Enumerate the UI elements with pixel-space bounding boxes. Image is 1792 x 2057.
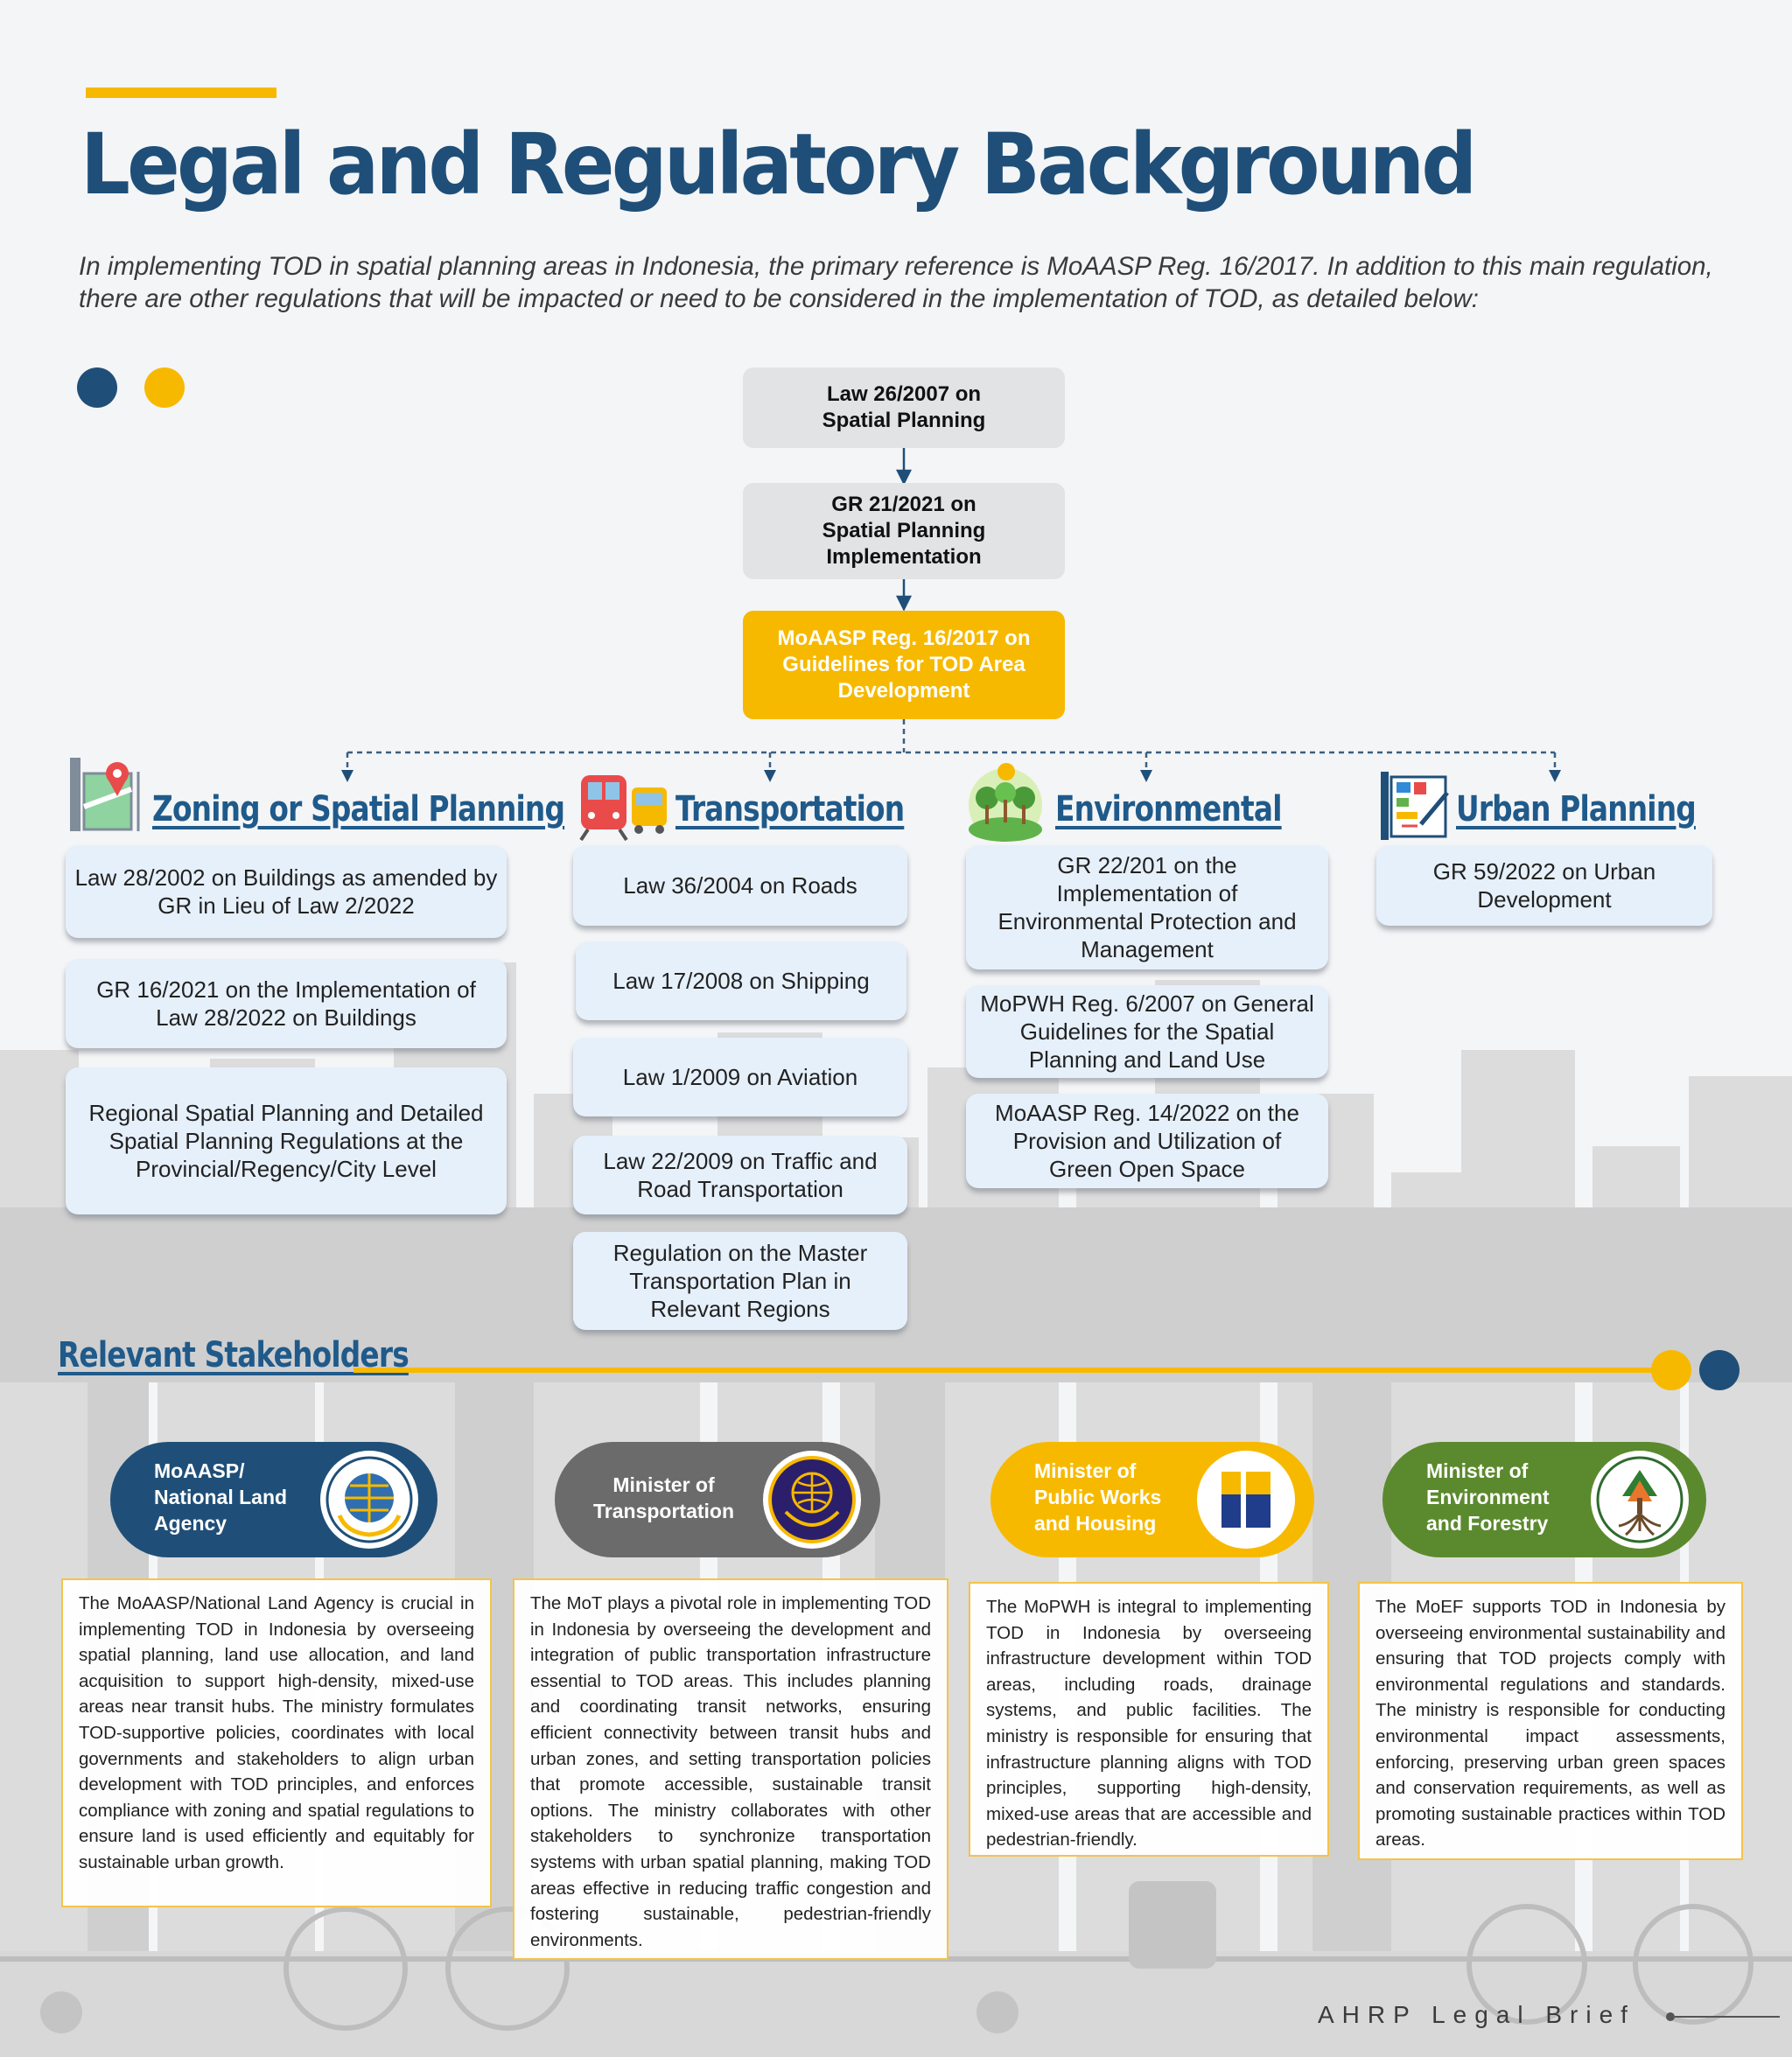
globe-wings-icon (763, 1451, 861, 1549)
gr-21-2021-label: GR 21/2021 on Spatial Planning Implement… (822, 493, 986, 569)
law-26-2007-box: Law 26/2007 on Spatial Planning (743, 367, 1065, 448)
stakeholder-name-line: MoAASP/ (154, 1459, 245, 1482)
stakeholder-name-line: Minister of (612, 1473, 715, 1496)
zoning-category-title: Zoning or Spatial Planning (152, 789, 565, 829)
stakeholder-desc-moef: The MoEF supports TOD in Indonesia by ov… (1358, 1582, 1743, 1860)
transport-card-2: Law 17/2008 on Shipping (576, 941, 906, 1020)
environment-card-1: GR 22/201 on the Implementation of Envir… (966, 845, 1328, 969)
environment-card-2-text: MoPWH Reg. 6/2007 on General Guidelines … (980, 990, 1314, 1073)
moaasp-reg-16-2017-label: MoAASP Reg. 16/2017 on Guidelines for TO… (777, 626, 1031, 703)
zoning-card-2-text: GR 16/2021 on the Implementation of Law … (96, 976, 476, 1031)
stakeholder-name-line: and Housing (1034, 1512, 1157, 1535)
page-title: Legal and Regulatory Background (80, 115, 1477, 213)
transportation-category-title: Transportation (676, 789, 905, 829)
stakeholder-name-line: Agency (154, 1512, 228, 1535)
gold-dot (144, 367, 185, 408)
pu-emblem-icon (1197, 1451, 1295, 1549)
flow-connectors (341, 448, 1561, 782)
stakeholder-desc-moaasp: The MoAASP/National Land Agency is cruci… (61, 1578, 492, 1907)
footer-brand: AHRP Legal Brief (1318, 2001, 1635, 2028)
stakeholder-desc-mot-text: The MoT plays a pivotal role in implemen… (530, 1593, 931, 1950)
stakeholder-name-mot: Minister of Transportation (593, 1472, 734, 1524)
stakeholder-name-moef: Minister of Environment and Forestry (1426, 1458, 1550, 1536)
environment-card-3: MoAASP Reg. 14/2022 on the Provision and… (966, 1094, 1328, 1188)
stakeholder-pill-mopwh: Minister of Public Works and Housing (990, 1442, 1314, 1557)
stakeholders-navy-dot (1699, 1350, 1740, 1390)
header-accent-line (86, 87, 276, 98)
trees-icon (969, 763, 1042, 842)
stakeholder-name-line: Minister of (1426, 1459, 1529, 1482)
stakeholder-name-line: Minister of (1034, 1459, 1137, 1482)
navy-dot (77, 367, 117, 408)
stakeholder-name-line: Public Works (1034, 1486, 1162, 1508)
urban-planning-category-title: Urban Planning (1456, 789, 1697, 829)
stakeholder-name-line: Environment (1426, 1486, 1550, 1508)
transport-card-4-text: Law 22/2009 on Traffic and Road Transpor… (603, 1148, 878, 1202)
tree-roots-icon (1591, 1451, 1689, 1549)
transport-card-3: Law 1/2009 on Aviation (573, 1038, 907, 1116)
stakeholder-pill-moaasp: MoAASP/ National Land Agency (110, 1442, 438, 1557)
footer-dot (1666, 2012, 1675, 2021)
train-bus-icon (579, 775, 667, 842)
zoning-card-3-text: Regional Spatial Planning and Detailed S… (88, 1100, 484, 1182)
stakeholder-name-line: and Forestry (1426, 1512, 1549, 1535)
stakeholder-desc-mopwh-text: The MoPWH is integral to implementing TO… (986, 1597, 1312, 1851)
stakeholder-name-mopwh: Minister of Public Works and Housing (1034, 1458, 1161, 1536)
environment-card-3-text: MoAASP Reg. 14/2022 on the Provision and… (995, 1100, 1299, 1182)
transport-card-1: Law 36/2004 on Roads (573, 845, 907, 926)
map-pin-icon (70, 758, 140, 831)
stakeholders-title: Relevant Stakeholders (58, 1335, 410, 1375)
globe-seal-icon (320, 1451, 418, 1549)
zoning-card-1: Law 28/2002 on Buildings as amended by G… (66, 845, 507, 938)
stakeholder-desc-moef-text: The MoEF supports TOD in Indonesia by ov… (1376, 1597, 1726, 1851)
stakeholders-divider-line (354, 1368, 1671, 1373)
gr-21-2021-box: GR 21/2021 on Spatial Planning Implement… (743, 483, 1065, 579)
stakeholder-name-line: National Land (154, 1486, 288, 1508)
blueprint-icon (1381, 772, 1449, 840)
urban-card-1-text: GR 59/2022 on Urban Development (1432, 858, 1656, 913)
stakeholder-name-line: Transportation (593, 1500, 735, 1522)
zoning-card-1-text: Law 28/2002 on Buildings as amended by G… (74, 864, 498, 919)
transport-card-1-text: Law 36/2004 on Roads (623, 872, 858, 899)
zoning-card-2: GR 16/2021 on the Implementation of Law … (66, 959, 507, 1048)
stakeholder-desc-moaasp-text: The MoAASP/National Land Agency is cruci… (79, 1593, 474, 1872)
environment-card-2: MoPWH Reg. 6/2007 on General Guidelines … (966, 985, 1328, 1078)
stakeholder-desc-mot: The MoT plays a pivotal role in implemen… (513, 1578, 948, 1960)
moaasp-reg-16-2017-box: MoAASP Reg. 16/2017 on Guidelines for TO… (743, 611, 1065, 719)
stakeholder-name-moaasp: MoAASP/ National Land Agency (154, 1458, 287, 1536)
transport-card-3-text: Law 1/2009 on Aviation (622, 1064, 858, 1090)
zoning-card-3: Regional Spatial Planning and Detailed S… (66, 1067, 507, 1214)
stakeholder-pill-mot: Minister of Transportation (555, 1442, 880, 1557)
stakeholder-desc-mopwh: The MoPWH is integral to implementing TO… (969, 1582, 1329, 1857)
stakeholder-pill-moef: Minister of Environment and Forestry (1382, 1442, 1706, 1557)
law-26-2007-label: Law 26/2007 on Spatial Planning (822, 382, 986, 432)
environmental-category-title: Environmental (1055, 789, 1282, 829)
stakeholders-gold-dot (1651, 1350, 1691, 1390)
transport-card-2-text: Law 17/2008 on Shipping (612, 968, 870, 994)
environment-card-1-text: GR 22/201 on the Implementation of Envir… (998, 852, 1297, 962)
footer-line (1675, 2016, 1780, 2018)
intro-text: In implementing TOD in spatial planning … (79, 252, 1713, 313)
transport-card-5: Regulation on the Master Transportation … (573, 1232, 907, 1330)
transport-card-4: Law 22/2009 on Traffic and Road Transpor… (573, 1136, 907, 1214)
urban-card-1: GR 59/2022 on Urban Development (1376, 845, 1712, 926)
transport-card-5-text: Regulation on the Master Transportation … (612, 1240, 868, 1322)
